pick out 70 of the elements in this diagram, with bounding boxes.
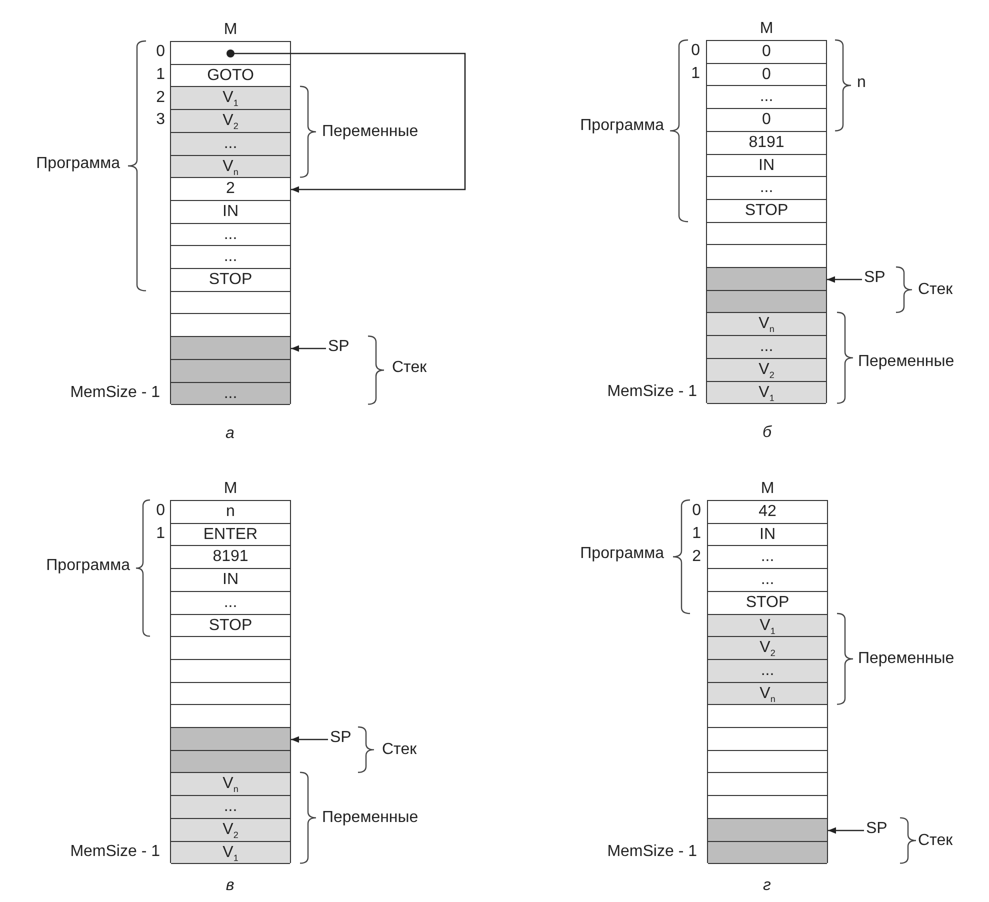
address-number: 0 — [691, 41, 700, 62]
address-number: 0 — [156, 501, 165, 522]
memory-cell: V$_{n}$ — [708, 683, 827, 705]
memory-cell: V$_{1}$ — [707, 382, 826, 404]
arrow — [827, 276, 862, 283]
memory-cell: V$_{2}$ — [707, 359, 826, 382]
address-number: 1 — [156, 524, 165, 544]
memory-cell: V$_{1}$ — [171, 842, 290, 864]
memory-cell — [707, 268, 826, 291]
count-label: n — [857, 73, 866, 94]
panel-caption: г — [763, 876, 771, 896]
memory-cell — [171, 337, 290, 360]
address-number: 0 — [156, 42, 165, 62]
memory-cell: V$_{2}$ — [171, 110, 290, 133]
address-label: MemSize - 1 — [607, 382, 697, 402]
address-number: 1 — [692, 524, 701, 544]
memory-cell: V$_{1}$ — [708, 615, 827, 637]
address-label: MemSize - 1 — [70, 842, 160, 862]
address-number: 1 — [691, 64, 700, 84]
address-label: MemSize - 1 — [70, 382, 160, 403]
address-number: 0 — [692, 501, 701, 522]
memory-cell: V$_{n}$ — [171, 773, 290, 796]
memory-cell: ... — [707, 336, 826, 359]
region-label: Программа — [580, 116, 664, 136]
panel-caption: б — [762, 422, 772, 443]
column-heading: M — [222, 20, 238, 40]
region-label: Программа — [580, 544, 664, 564]
memory-cell — [171, 751, 290, 773]
region-label: Переменные — [322, 122, 418, 142]
memory-cell: V$_{2}$ — [708, 637, 827, 660]
arrow — [291, 345, 326, 352]
region-label: Переменные — [322, 808, 418, 828]
region-label: Стек — [382, 740, 417, 760]
arrow — [226, 50, 466, 193]
address-number: 2 — [156, 88, 165, 108]
pointer-label: SP — [328, 337, 350, 358]
region-label: Программа — [36, 154, 120, 174]
column-heading: M — [758, 19, 774, 39]
memory-cell: ... — [171, 796, 290, 819]
pointer-label: SP — [330, 728, 352, 748]
memory-cell: ... — [171, 383, 290, 405]
memory-cell — [171, 728, 290, 751]
address-number: 1 — [156, 65, 165, 86]
region-label: Переменные — [858, 352, 954, 372]
memory-cell: V$_{1}$ — [171, 87, 290, 110]
column-heading: M — [760, 479, 776, 499]
memory-cell: V$_{n}$ — [707, 313, 826, 336]
panel-caption: в — [226, 876, 234, 896]
arrow — [291, 736, 328, 743]
address-number: 2 — [692, 546, 701, 567]
region-label: Стек — [918, 280, 953, 300]
pointer-label: SP — [866, 819, 888, 840]
address-label: MemSize - 1 — [607, 842, 697, 862]
memory-cell — [707, 291, 826, 313]
region-label: Программа — [46, 556, 130, 576]
memory-cell: ... — [708, 660, 827, 683]
memory-cell: ... — [171, 133, 290, 156]
arrow — [828, 827, 864, 834]
panel-caption: а — [226, 424, 234, 444]
region-label: Стек — [392, 358, 427, 378]
region-label: Переменные — [858, 648, 954, 669]
memory-cell: V$_{n}$ — [171, 156, 290, 178]
memory-cell — [171, 360, 290, 383]
memory-cell — [708, 842, 827, 864]
memory-cell — [708, 819, 827, 842]
region-label: Стек — [918, 830, 953, 850]
column-heading: M — [222, 479, 238, 499]
memory-cell: V$_{2}$ — [171, 819, 290, 842]
address-number: 3 — [156, 110, 165, 130]
pointer-label: SP — [864, 268, 886, 288]
